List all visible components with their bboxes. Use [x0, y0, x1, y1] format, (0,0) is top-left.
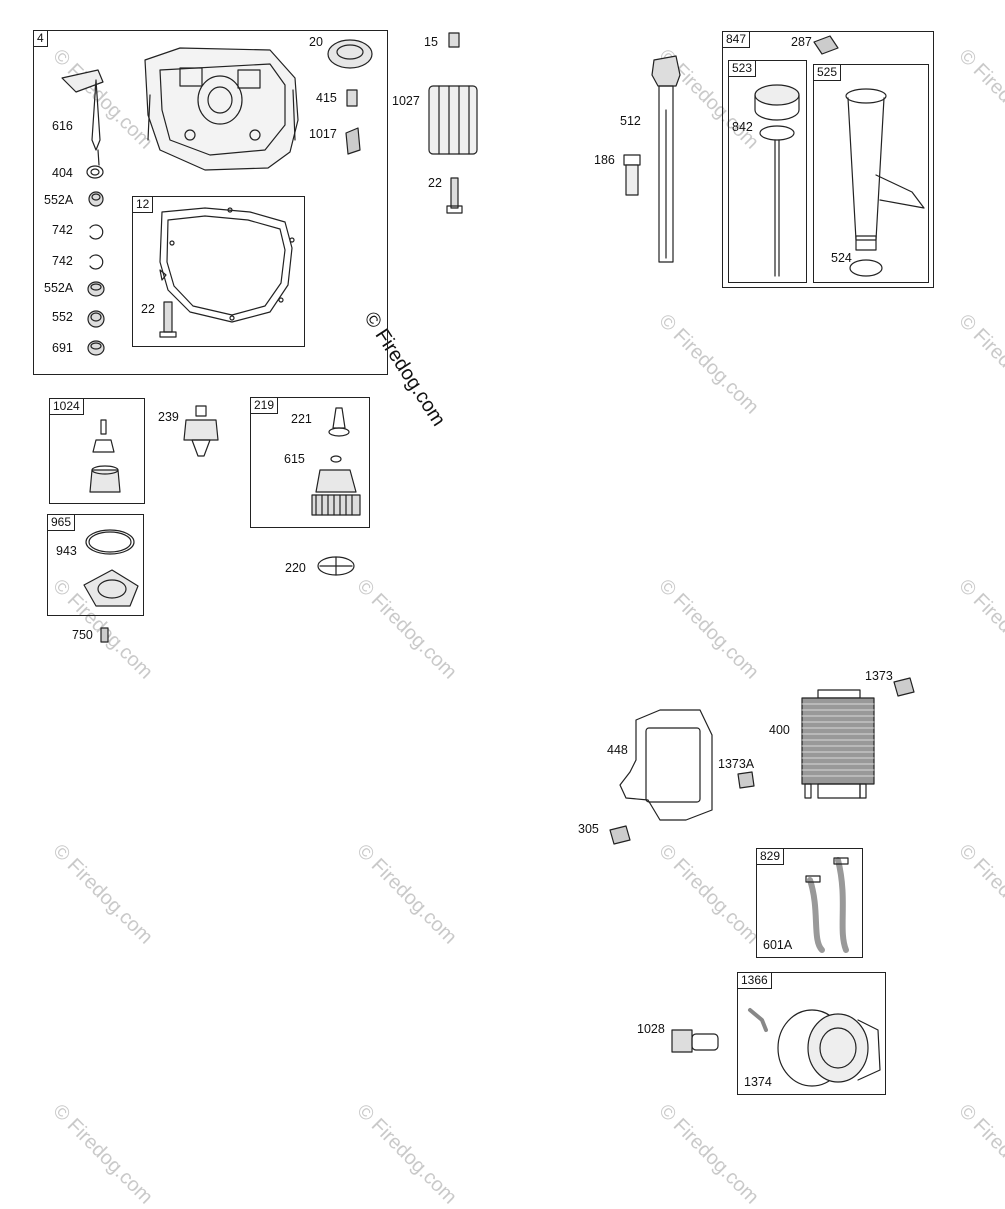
part-label-400: 400 — [769, 723, 790, 737]
plug-15-drawing — [448, 32, 460, 48]
part-label-691: 691 — [52, 341, 73, 355]
group-box-847 — [722, 31, 934, 288]
washer-stack-drawing — [86, 165, 105, 356]
part-label-287: 287 — [791, 35, 812, 49]
group-tag-965: 965 — [47, 514, 76, 531]
fitting-1028-drawing — [671, 1029, 719, 1053]
oil-cooler-400-drawing — [801, 689, 875, 799]
screw-750-drawing — [100, 627, 109, 643]
group-tag-4: 4 — [33, 30, 48, 47]
gear-615-drawing — [311, 455, 361, 516]
part-label-943: 943 — [56, 544, 77, 558]
part-label-552A: 552A — [44, 193, 74, 207]
part-label-404: 404 — [52, 166, 73, 180]
hoses-601A-drawing — [805, 857, 849, 953]
part-label-239: 239 — [158, 410, 179, 424]
group-tag-12: 12 — [132, 196, 154, 213]
part-label-220: 220 — [285, 561, 306, 575]
group-box-4 — [33, 30, 388, 375]
group-tag-219: 219 — [250, 397, 279, 414]
crankcase-cover-drawing — [144, 47, 299, 171]
part-label-601A: 601A — [763, 938, 793, 952]
part-1017-drawing — [345, 127, 361, 155]
gasket-12-drawing — [159, 207, 295, 323]
screw-1373-drawing — [893, 677, 915, 697]
part-label-512: 512 — [620, 114, 641, 128]
part-label-186: 186 — [594, 153, 615, 167]
part-label-1017: 1017 — [309, 127, 337, 141]
part-label-552: 552 — [52, 310, 73, 324]
group-box-1366 — [737, 972, 886, 1095]
group-box-1024 — [49, 398, 145, 504]
group-box-219 — [250, 397, 370, 528]
part-221-drawing — [328, 407, 350, 437]
bolt-22b-drawing — [159, 301, 177, 338]
group-box-12 — [132, 196, 305, 347]
group-tag-829: 829 — [756, 848, 785, 865]
part-label-842: 842 — [732, 120, 753, 134]
group-tag-1366: 1366 — [737, 972, 772, 989]
adapter-1374-drawing — [748, 1008, 881, 1087]
bracket-448-drawing — [619, 709, 713, 821]
part-label-1374: 1374 — [744, 1075, 772, 1089]
screw-305-drawing — [609, 825, 631, 845]
part-label-552A: 552A — [44, 281, 74, 295]
group-box-523 — [728, 60, 807, 283]
seal-20-drawing — [327, 39, 373, 69]
part-label-305: 305 — [578, 822, 599, 836]
shaft-616-drawing — [61, 69, 104, 166]
part-label-1373A: 1373A — [718, 757, 755, 771]
part-label-524: 524 — [831, 251, 852, 265]
part-label-448: 448 — [607, 743, 628, 757]
part-415-drawing — [346, 89, 358, 107]
part-186-drawing — [623, 154, 641, 196]
part-label-22: 22 — [141, 302, 155, 316]
part-label-415: 415 — [316, 91, 337, 105]
screw-287-drawing — [813, 35, 839, 55]
part-239-drawing — [183, 405, 219, 457]
dipstick-512-drawing — [651, 55, 681, 263]
group-tag-847: 847 — [722, 31, 751, 48]
bolt-22a-drawing — [446, 177, 463, 214]
group-tag-523: 523 — [728, 60, 757, 77]
part-label-615: 615 — [284, 452, 305, 466]
fill-tube-525-drawing — [845, 88, 925, 277]
part-label-221: 221 — [291, 412, 312, 426]
part-label-1373: 1373 — [865, 669, 893, 683]
oil-filter-1027-drawing — [428, 85, 478, 155]
part-label-1027: 1027 — [392, 94, 420, 108]
group-tag-1024: 1024 — [49, 398, 84, 415]
screw-1373A-drawing — [737, 771, 755, 789]
dipstick-842-drawing — [754, 84, 800, 277]
part-label-742: 742 — [52, 254, 73, 268]
part-label-15: 15 — [424, 35, 438, 49]
part-label-742: 742 — [52, 223, 73, 237]
part-label-20: 20 — [309, 35, 323, 49]
group-box-829 — [756, 848, 863, 958]
gasket-943-drawing — [83, 529, 139, 607]
part-label-1028: 1028 — [637, 1022, 665, 1036]
group-box-525 — [813, 64, 929, 283]
part-1024-drawing — [89, 419, 121, 493]
group-box-965 — [47, 514, 144, 616]
group-tag-525: 525 — [813, 64, 842, 81]
part-label-22: 22 — [428, 176, 442, 190]
part-label-750: 750 — [72, 628, 93, 642]
part-label-616: 616 — [52, 119, 73, 133]
part-220-drawing — [317, 556, 355, 576]
